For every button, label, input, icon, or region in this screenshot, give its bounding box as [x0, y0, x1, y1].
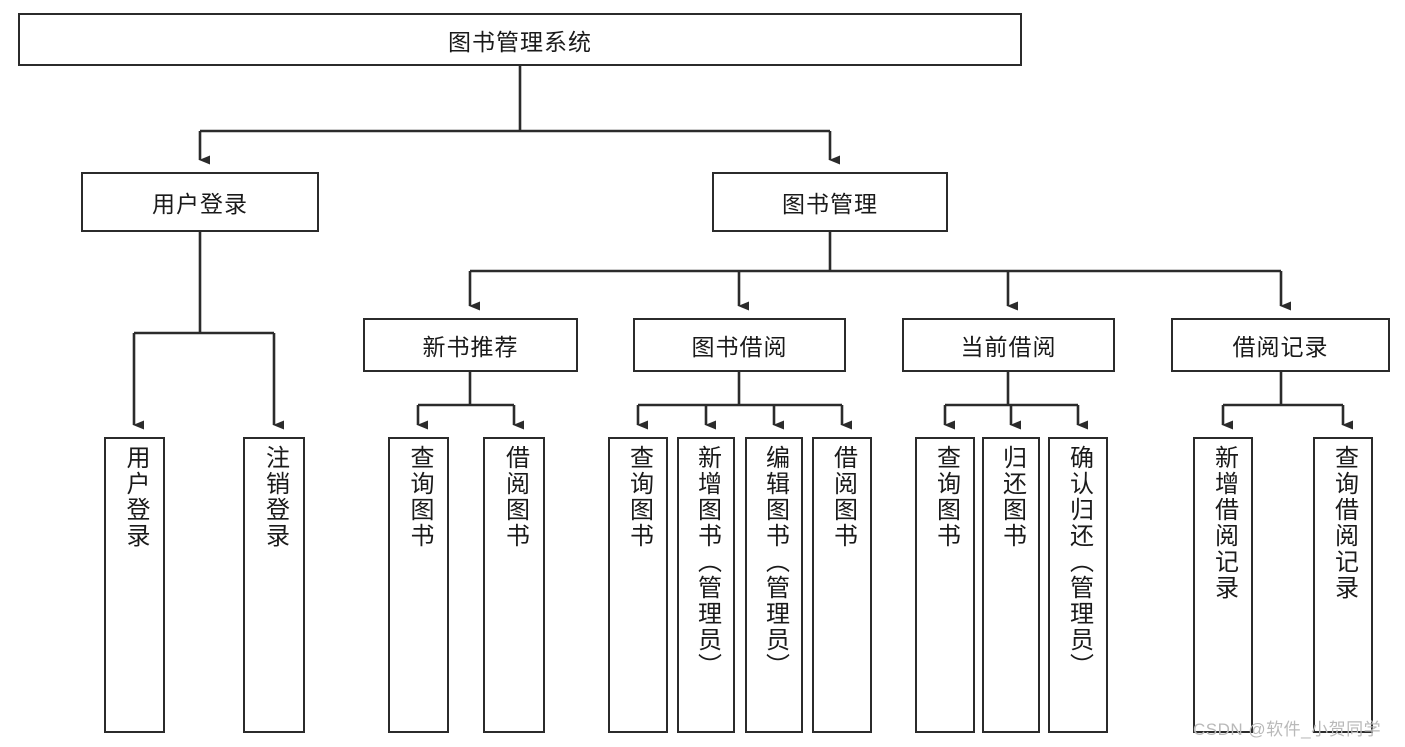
node-label: 新书推荐 — [422, 334, 519, 360]
leaf-confirm-return-admin[interactable]: 确认归还（管理员） — [1048, 437, 1108, 733]
node-label: 当前借阅 — [960, 334, 1057, 360]
node-label: 查询图书 — [932, 445, 960, 549]
node-label: 归还图书 — [998, 445, 1026, 549]
node-label: 查询图书 — [405, 445, 433, 549]
node-label: 注销登录 — [261, 445, 289, 549]
node-label: 用户登录 — [121, 445, 149, 549]
node-label: 借阅记录 — [1232, 334, 1329, 360]
leaf-edit-book-admin[interactable]: 编辑图书（管理员） — [745, 437, 803, 733]
node-label: 新增图书（管理员） — [693, 445, 721, 679]
node-label: 用户登录 — [152, 191, 248, 217]
node-label: 新增借阅记录 — [1210, 445, 1238, 601]
leaf-user-logout[interactable]: 注销登录 — [243, 437, 305, 733]
node-borrow-records[interactable]: 借阅记录 — [1171, 318, 1390, 372]
leaf-query-book-current[interactable]: 查询图书 — [915, 437, 975, 733]
node-book-borrow[interactable]: 图书借阅 — [633, 318, 846, 372]
leaf-add-borrow-record[interactable]: 新增借阅记录 — [1193, 437, 1253, 733]
leaf-borrow-book-recommend[interactable]: 借阅图书 — [483, 437, 545, 733]
leaf-return-book[interactable]: 归还图书 — [982, 437, 1040, 733]
node-book-management[interactable]: 图书管理 — [712, 172, 948, 232]
leaf-query-book-borrow[interactable]: 查询图书 — [608, 437, 668, 733]
node-current-borrow[interactable]: 当前借阅 — [902, 318, 1115, 372]
leaf-query-book-recommend[interactable]: 查询图书 — [388, 437, 449, 733]
node-label: 查询图书 — [625, 445, 653, 549]
node-label: 查询借阅记录 — [1330, 445, 1358, 601]
node-root-system[interactable]: 图书管理系统 — [18, 13, 1022, 66]
leaf-add-book-admin[interactable]: 新增图书（管理员） — [677, 437, 735, 733]
node-label: 编辑图书（管理员） — [761, 445, 789, 679]
node-label: 借阅图书 — [501, 445, 529, 549]
node-label: 图书管理系统 — [448, 28, 592, 55]
node-label: 图书借阅 — [691, 334, 788, 360]
node-label: 借阅图书 — [829, 445, 857, 549]
node-new-book-recommend[interactable]: 新书推荐 — [363, 318, 578, 372]
node-label: 图书管理 — [782, 191, 878, 217]
leaf-borrow-book[interactable]: 借阅图书 — [812, 437, 872, 733]
leaf-query-borrow-record[interactable]: 查询借阅记录 — [1313, 437, 1373, 733]
node-label: 确认归还（管理员） — [1065, 445, 1093, 679]
node-user-login[interactable]: 用户登录 — [81, 172, 319, 232]
csdn-watermark: CSDN @软件_小贺同学 — [1193, 720, 1382, 739]
leaf-user-login[interactable]: 用户登录 — [104, 437, 165, 733]
